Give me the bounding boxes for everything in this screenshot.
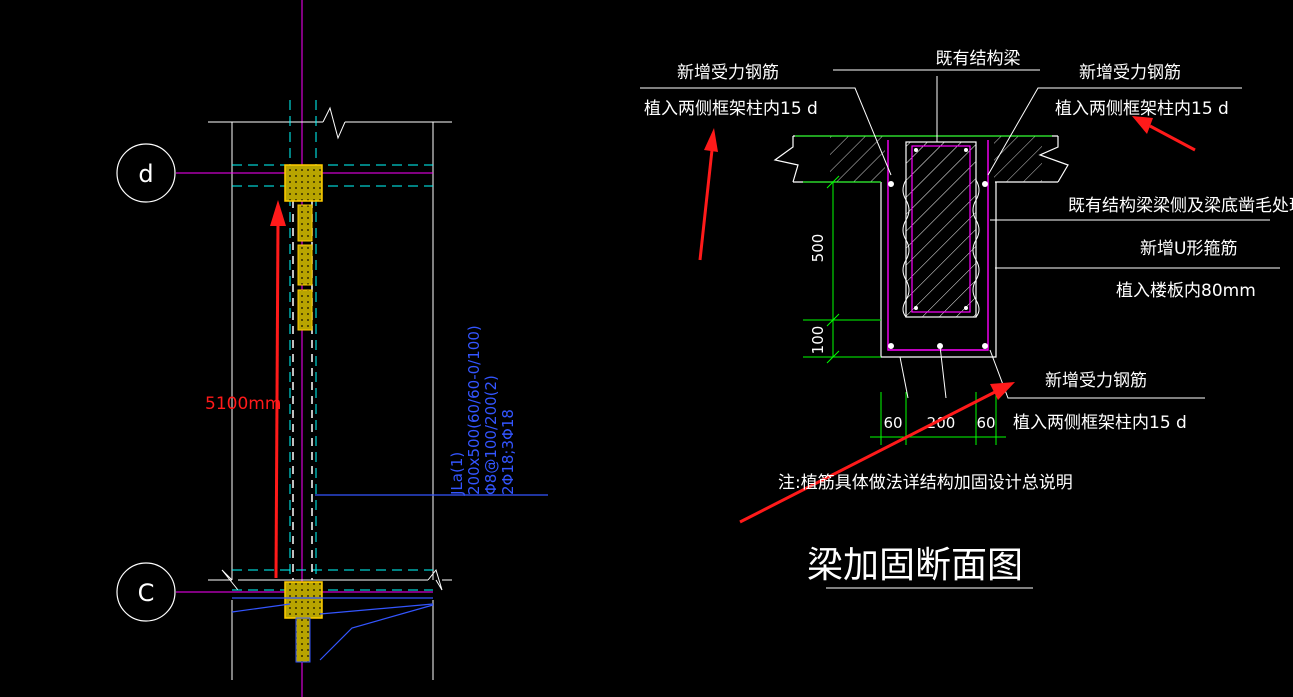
section-title: 梁加固断面图 bbox=[807, 545, 1023, 586]
dim-500: 500 bbox=[809, 234, 827, 263]
vertical-dims bbox=[803, 175, 881, 364]
existing-beam bbox=[905, 141, 977, 318]
beam-segment bbox=[297, 204, 313, 242]
slab-hatch-left bbox=[830, 136, 885, 182]
chisel-left bbox=[902, 179, 910, 318]
plan-view: d C 5100mm JLa(1) 200x500(60/60-0/100) Φ… bbox=[116, 0, 548, 697]
label-left-top-1: 新增受力钢筋 bbox=[677, 63, 779, 83]
axis-label-d: d bbox=[138, 160, 153, 188]
label-left-top-2: 植入两侧框架柱内15 d bbox=[644, 99, 818, 119]
axis-label-c: C bbox=[138, 579, 155, 607]
red-arrow-dimension bbox=[270, 200, 286, 579]
column-c-stub bbox=[295, 617, 311, 663]
beam-label-line2: 200x500(60/60-0/100) bbox=[465, 325, 483, 495]
beam-label-line4: 2Φ18;3Φ18 bbox=[499, 409, 517, 495]
plan-slab-outline bbox=[208, 106, 452, 680]
u-stirrup-outer bbox=[887, 140, 989, 351]
beam-segment bbox=[297, 289, 313, 331]
dim-200: 200 bbox=[927, 414, 956, 432]
beam-label-line3: Φ8@100/200(2) bbox=[482, 375, 500, 495]
chisel-right bbox=[972, 179, 980, 318]
section-note: 注:植筋具体做法详结构加固设计总说明 bbox=[778, 473, 1073, 493]
beam-segment bbox=[297, 244, 313, 286]
dim-100: 100 bbox=[809, 326, 827, 355]
slab-hatch-right bbox=[994, 136, 1042, 182]
dim-60-left: 60 bbox=[883, 414, 902, 432]
leader-lines bbox=[640, 69, 1280, 589]
column-c bbox=[284, 581, 323, 619]
label-chisel: 既有结构梁梁侧及梁底凿毛处理 bbox=[1068, 196, 1293, 216]
label-u-stirrup-1: 新增U形箍筋 bbox=[1140, 239, 1237, 259]
label-right-top-2: 植入两侧框架柱内15 d bbox=[1055, 99, 1229, 119]
axis-bubble-d bbox=[116, 143, 176, 203]
stirrup-inner bbox=[911, 145, 971, 313]
section-view: 500 100 60 200 60 bbox=[640, 49, 1293, 589]
column-d bbox=[284, 164, 323, 202]
label-bottom-1: 新增受力钢筋 bbox=[1045, 371, 1147, 391]
label-existing-beam: 既有结构梁 bbox=[936, 49, 1021, 69]
dim-60-right: 60 bbox=[976, 414, 995, 432]
axis-bubble-c bbox=[116, 562, 176, 622]
beam-label: JLa(1) 200x500(60/60-0/100) Φ8@100/200(2… bbox=[448, 325, 517, 496]
red-arrows bbox=[698, 116, 1196, 524]
label-right-top-1: 新增受力钢筋 bbox=[1079, 63, 1181, 83]
label-u-stirrup-2: 植入楼板内80mm bbox=[1116, 281, 1256, 301]
dimension-5100: 5100mm bbox=[205, 394, 281, 414]
new-jacket-outline bbox=[880, 182, 997, 358]
beam-label-line1: JLa(1) bbox=[448, 452, 466, 496]
plan-blue-lines bbox=[231, 494, 548, 661]
label-bottom-2: 植入两侧框架柱内15 d bbox=[1013, 413, 1187, 433]
